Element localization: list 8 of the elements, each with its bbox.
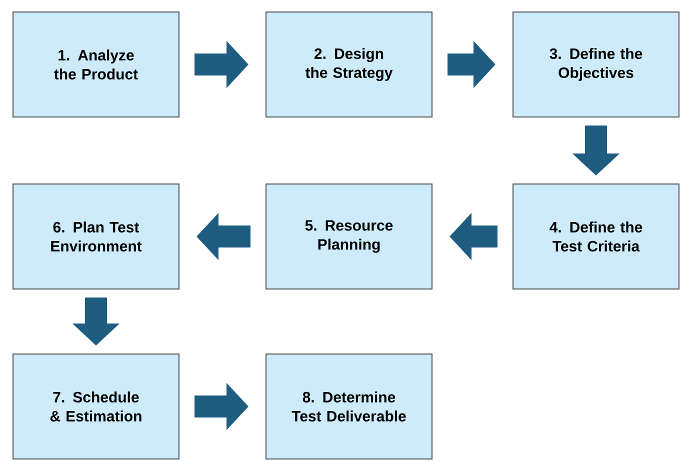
process-box: 3. Define the Objectives xyxy=(512,12,680,118)
process-box: 5. Resource Planning xyxy=(266,184,432,290)
process-box: 7. Schedule & Estimation xyxy=(12,354,180,460)
process-box: 1. Analyze the Product xyxy=(12,12,180,118)
process-box: 8. Determine Test Deliverable xyxy=(266,354,432,460)
process-box: 4. Define the Test Criteria xyxy=(512,184,680,290)
process-box: 6. Plan Test Environment xyxy=(12,184,180,290)
process-box: 2. Design the Strategy xyxy=(266,12,432,118)
